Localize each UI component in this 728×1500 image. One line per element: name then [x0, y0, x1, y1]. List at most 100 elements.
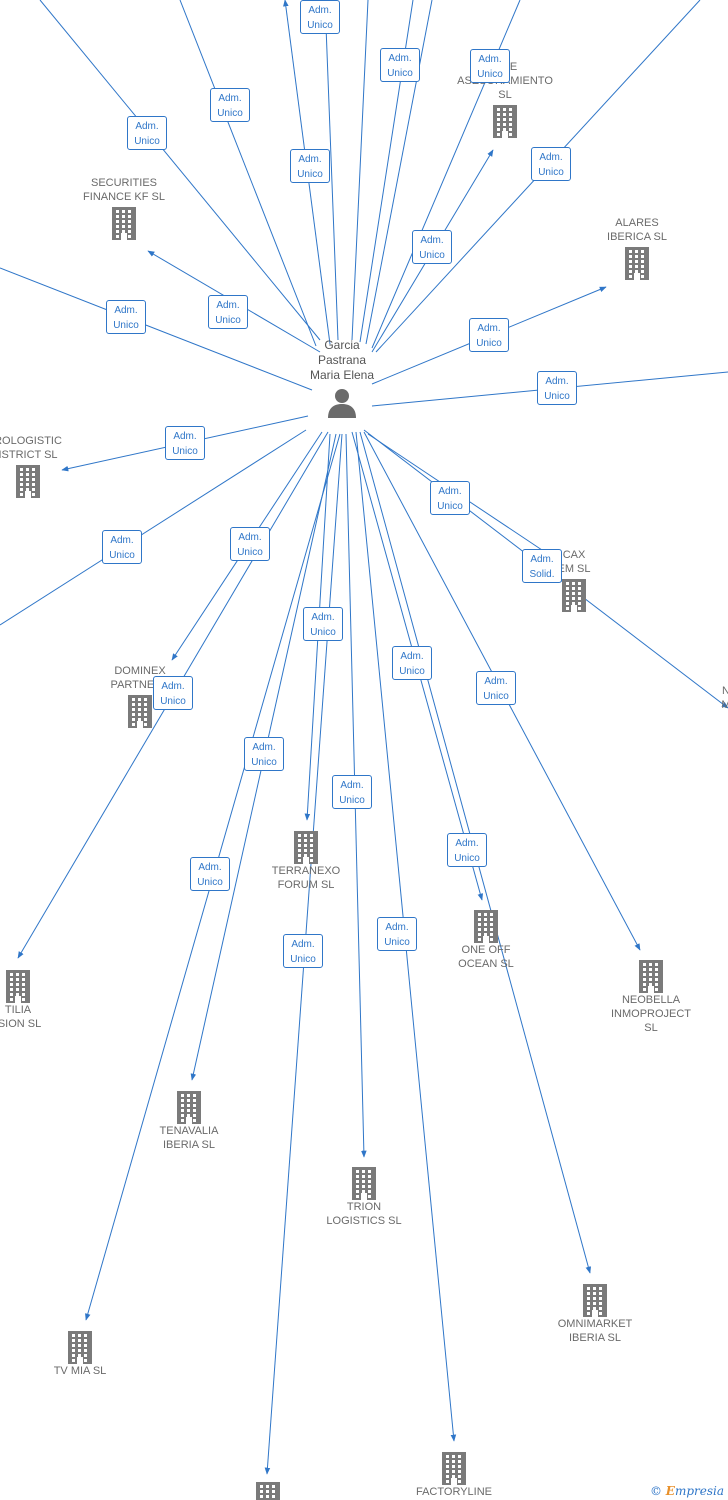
badge-line-2: Unico	[197, 877, 223, 888]
relationship-edge	[179, 0, 317, 347]
role-badge-adm-solid[interactable]: Adm.Solid.	[522, 549, 562, 583]
role-badge-adm-unico[interactable]: Adm.Unico	[244, 737, 284, 771]
badge-line-2: Unico	[477, 69, 503, 80]
building-icon	[352, 1167, 376, 1200]
company-label-line: NEOBELLA	[621, 994, 681, 1006]
company-node-tilia[interactable]: TILIAISION SL	[0, 967, 78, 1031]
building-icon	[256, 1482, 280, 1500]
role-badge-adm-unico[interactable]: Adm.Unico	[430, 481, 470, 515]
company-label-line: CAX	[562, 549, 586, 561]
role-badge-adm-unico[interactable]: Adm. Unico	[377, 917, 417, 951]
badge-line-1: Adm.	[161, 681, 185, 692]
brand-initial: E	[665, 1484, 675, 1498]
badge-line-1: Adm.	[420, 235, 444, 246]
badge-line-2: Unico	[109, 550, 135, 561]
badge-line-2: Unico	[215, 315, 241, 326]
role-badge-adm-unico[interactable]: Adm. Unico	[165, 426, 205, 460]
company-node-factoryline[interactable]: FACTORYLINE	[394, 1449, 514, 1499]
company-node-bottom-building[interactable]	[208, 1479, 328, 1500]
role-badge-adm-unico[interactable]: Adm. Unico	[102, 530, 142, 564]
role-badge-adm-unico[interactable]: Adm. Unico	[470, 49, 510, 83]
company-label-line: ONE OFF	[461, 944, 511, 956]
role-badge-adm-unico[interactable]: Adm.Unico	[380, 48, 420, 82]
person-name-line-2: Pastrana	[317, 353, 367, 367]
badge-line-1: Adm.	[238, 532, 262, 543]
badge-line-1: Adm.	[198, 862, 222, 873]
company-label-line: M	[721, 699, 728, 711]
badge-line-2: Unico	[113, 320, 139, 331]
badge-line-2: Unico	[399, 666, 425, 677]
company-label-line: EM SL	[557, 563, 591, 575]
role-badge-adm-unico[interactable]: Adm.Unico	[290, 149, 330, 183]
role-badge-adm-unico[interactable]: Adm. Unico	[153, 676, 193, 710]
relationship-edge	[324, 0, 339, 341]
copyright-symbol: ©	[649, 1484, 662, 1498]
badge-line-2: Unico	[384, 937, 410, 948]
person-node-center[interactable]: Garcia Pastrana Maria Elena	[300, 338, 384, 419]
badge-line-2: Unico	[538, 167, 564, 178]
badge-line-2: Unico	[217, 108, 243, 119]
badge-line-1: Adm.	[298, 154, 322, 165]
company-label-line: SL	[498, 89, 512, 101]
building-icon	[639, 960, 663, 993]
badge-line-2: Unico	[339, 795, 365, 806]
building-icon	[442, 1452, 466, 1485]
building-icon	[625, 247, 649, 280]
company-label-line: TENAVALIA	[159, 1125, 219, 1137]
badge-line-1: Adm.	[438, 486, 462, 497]
badge-line-1: Adm.	[311, 612, 335, 623]
building-icon	[583, 1284, 607, 1317]
person-name-line-1: Garcia	[324, 338, 360, 352]
role-badge-adm-unico[interactable]: Adm.Unico	[127, 116, 167, 150]
role-badge-adm-unico[interactable]: Adm.Unico	[392, 646, 432, 680]
company-label-line: SL	[644, 1022, 658, 1034]
role-badge-adm-unico[interactable]: Adm.Unico	[230, 527, 270, 561]
company-node-cax[interactable]: CAX EM SL	[514, 548, 634, 612]
role-badge-adm-unico[interactable]: Adm. Unico	[412, 230, 452, 264]
role-badge-adm-unico[interactable]: Adm.Unico	[210, 88, 250, 122]
badge-line-1: Adm.	[110, 535, 134, 546]
badge-line-1: Adm.	[308, 5, 332, 16]
role-badge-adm-unico[interactable]: Adm. Unico	[190, 857, 230, 891]
role-badge-adm-unico[interactable]: Adm.Unico	[283, 934, 323, 968]
company-node-tvmia[interactable]: TV MIA SL	[20, 1328, 140, 1378]
company-label-line: ISION SL	[0, 1018, 42, 1030]
badge-line-1: Adm.	[385, 922, 409, 933]
badge-line-2: Unico	[160, 696, 186, 707]
badge-line-1: Adm.	[216, 300, 240, 311]
role-badge-adm-unico[interactable]: Adm.Unico	[332, 775, 372, 809]
badge-line-1: Adm.	[478, 54, 502, 65]
role-badge-adm-unico[interactable]: Adm.Unico	[531, 147, 571, 181]
role-badge-adm-unico[interactable]: Adm.Unico	[106, 300, 146, 334]
badge-line-2: Unico	[419, 250, 445, 261]
role-badge-adm-unico[interactable]: Adm.Unico	[300, 0, 340, 34]
badge-line-1: Adm.	[173, 431, 197, 442]
badge-line-2: Unico	[544, 391, 570, 402]
role-badge-adm-unico[interactable]: Adm.Unico	[303, 607, 343, 641]
role-badge-adm-unico[interactable]: Adm.Unico	[469, 318, 509, 352]
relationship-edge	[365, 0, 433, 345]
building-icon	[6, 970, 30, 1003]
person-icon	[328, 389, 356, 418]
badge-line-1: Adm.	[545, 376, 569, 387]
building-icon	[16, 465, 40, 498]
role-badge-adm-unico[interactable]: Adm. Unico	[537, 371, 577, 405]
role-badge-adm-unico[interactable]: Adm.Unico	[476, 671, 516, 705]
company-label-line: SECURITIES	[90, 177, 157, 189]
badge-line-1: Adm.	[530, 554, 554, 565]
badge-line-2: Unico	[172, 446, 198, 457]
badge-line-2: Unico	[387, 68, 413, 79]
role-badge-adm-unico[interactable]: Adm. Unico	[208, 295, 248, 329]
company-label-line: FACTORYLINE	[415, 1486, 492, 1498]
role-badge-adm-unico[interactable]: Adm.Unico	[447, 833, 487, 867]
